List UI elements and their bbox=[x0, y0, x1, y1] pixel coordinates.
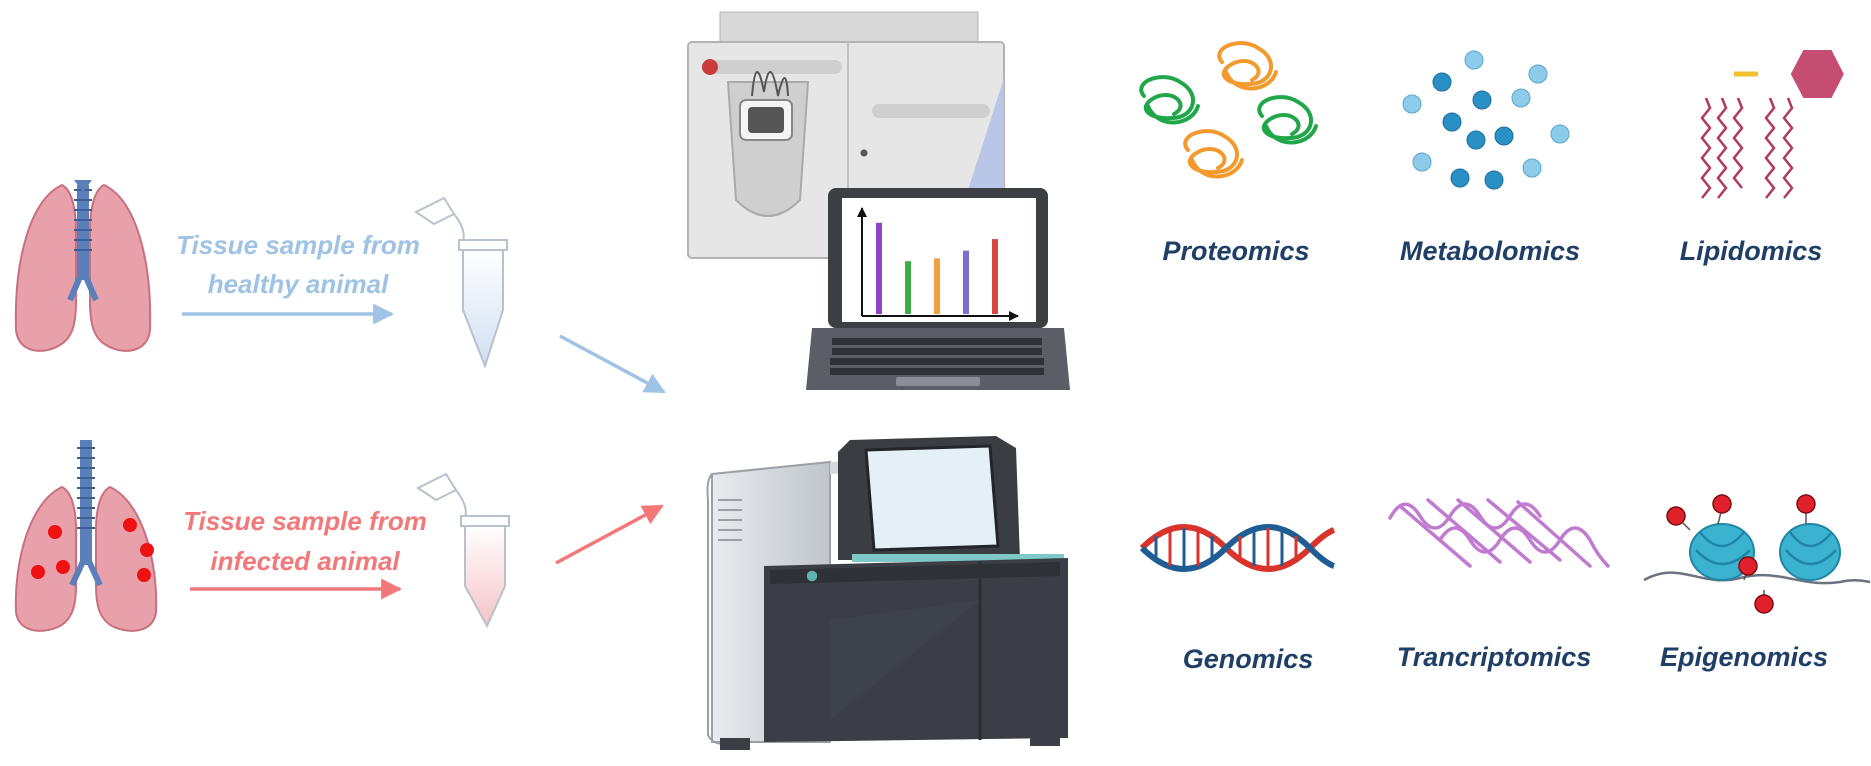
infected-lung-icon bbox=[14, 440, 158, 632]
omics-label-lipidomics: Lipidomics bbox=[1680, 236, 1823, 266]
nucleosome-icon bbox=[1643, 494, 1871, 614]
laptop-chart-bar bbox=[963, 250, 969, 314]
infected-sample-label-line2: infected animal bbox=[210, 546, 400, 576]
laptop-chart-bar bbox=[992, 239, 998, 314]
protein-icon bbox=[1139, 41, 1318, 179]
healthy-to-instruments-arrow bbox=[559, 334, 666, 394]
omics-label-genomics: Genomics bbox=[1183, 644, 1314, 674]
laptop-chart-bars bbox=[876, 222, 998, 314]
infected-sample-label-line1: Tissue sample from bbox=[183, 506, 427, 536]
omics-label-proteomics: Proteomics bbox=[1162, 236, 1309, 266]
healthy-lung-icon bbox=[14, 180, 152, 352]
laptop-chart-bar bbox=[905, 261, 911, 314]
infected-to-instruments-arrow bbox=[555, 504, 664, 565]
infected-sample-tube-icon bbox=[416, 472, 510, 629]
healthy-sample-label-line1: Tissue sample from bbox=[176, 230, 420, 260]
dna-icon bbox=[1139, 524, 1336, 572]
laptop-chart-bar bbox=[876, 222, 882, 314]
omics-label-epigenomics: Epigenomics bbox=[1660, 642, 1828, 672]
lipid-icon bbox=[1700, 50, 1844, 199]
rna-icon bbox=[1388, 498, 1610, 568]
laptop-keyboard bbox=[830, 338, 1044, 375]
sequencer-icon bbox=[706, 436, 1068, 750]
healthy-sample-tube-icon bbox=[414, 196, 508, 369]
healthy-sample-label-line2: healthy animal bbox=[208, 269, 389, 299]
laptop-chart-icon bbox=[806, 188, 1070, 390]
metabolite-icon bbox=[1402, 50, 1570, 190]
laptop-chart-bar bbox=[934, 258, 940, 314]
omics-label-transcriptomics: Trancriptomics bbox=[1397, 642, 1592, 672]
omics-label-metabolomics: Metabolomics bbox=[1400, 236, 1580, 266]
lesion-icons bbox=[31, 518, 154, 582]
